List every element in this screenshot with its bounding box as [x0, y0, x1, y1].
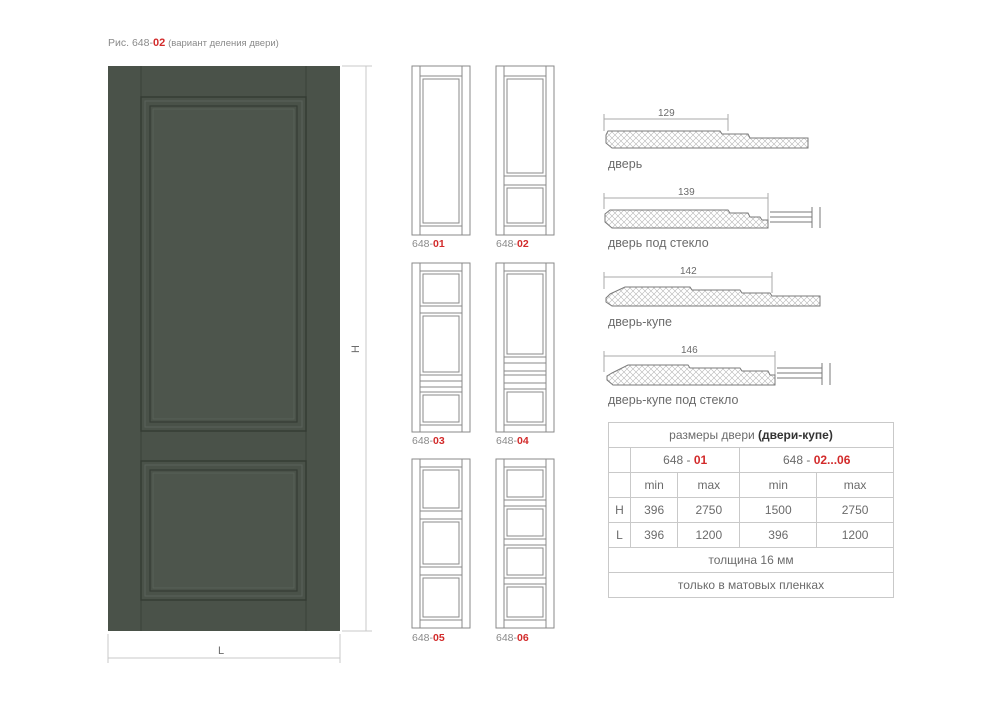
finish-note: только в матовых пленках	[608, 572, 894, 598]
thickness-note: толщина 16 мм	[608, 547, 894, 573]
profile-sliding	[603, 272, 821, 307]
col-max: max	[816, 472, 894, 498]
variant-label-06: 648-06	[496, 632, 529, 644]
height-label: H	[349, 345, 362, 353]
variant-thumb-02	[495, 65, 555, 236]
profile-door-glass	[603, 193, 821, 229]
height-dimension	[342, 65, 372, 632]
group-header-01: 648 - 01	[629, 447, 741, 473]
variant-thumb-05	[411, 458, 471, 629]
caption-code: 02	[152, 37, 166, 49]
upper-panel	[140, 96, 307, 432]
variant-label-01: 648-01	[412, 238, 445, 250]
variant-label-02: 648-02	[496, 238, 529, 250]
size-table: размеры двери (двери-купе) 648 - 01 648 …	[608, 422, 894, 598]
col-max: max	[677, 472, 741, 498]
profile-sliding-glass-dimension: 146	[681, 345, 698, 356]
variant-thumb-06	[495, 458, 555, 629]
col-min: min	[739, 472, 818, 498]
col-min: min	[629, 472, 679, 498]
profile-door-label: дверь	[608, 157, 643, 171]
group-header-02-06: 648 - 02...06	[739, 447, 894, 473]
size-table-title: размеры двери (двери-купе)	[608, 422, 894, 448]
figure-caption: Рис. 648-02 (вариант деления двери)	[108, 37, 279, 49]
profile-door-glass-label: дверь под стекло	[608, 236, 709, 250]
table-row: L 396 1200 396 1200	[608, 522, 894, 548]
caption-prefix: Рис. 648-	[108, 37, 153, 49]
profile-door-glass-dimension: 139	[678, 187, 695, 198]
variant-thumb-01	[411, 65, 471, 236]
variant-label-04: 648-04	[496, 435, 529, 447]
caption-note: (вариант деления двери)	[168, 38, 279, 49]
variant-thumb-03	[411, 262, 471, 433]
profile-sliding-glass	[603, 351, 831, 386]
lower-panel	[140, 460, 307, 601]
table-row: H 396 2750 1500 2750	[608, 497, 894, 523]
profile-sliding-label: дверь-купе	[608, 315, 672, 329]
profile-sliding-dimension: 142	[680, 266, 697, 277]
profile-door	[603, 114, 809, 149]
width-label: L	[218, 645, 225, 657]
profile-sliding-glass-label: дверь-купе под стекло	[608, 393, 739, 407]
variant-label-05: 648-05	[412, 632, 445, 644]
variant-thumb-04	[495, 262, 555, 433]
profile-door-dimension: 129	[658, 108, 675, 119]
variant-label-03: 648-03	[412, 435, 445, 447]
width-dimension	[107, 634, 341, 663]
